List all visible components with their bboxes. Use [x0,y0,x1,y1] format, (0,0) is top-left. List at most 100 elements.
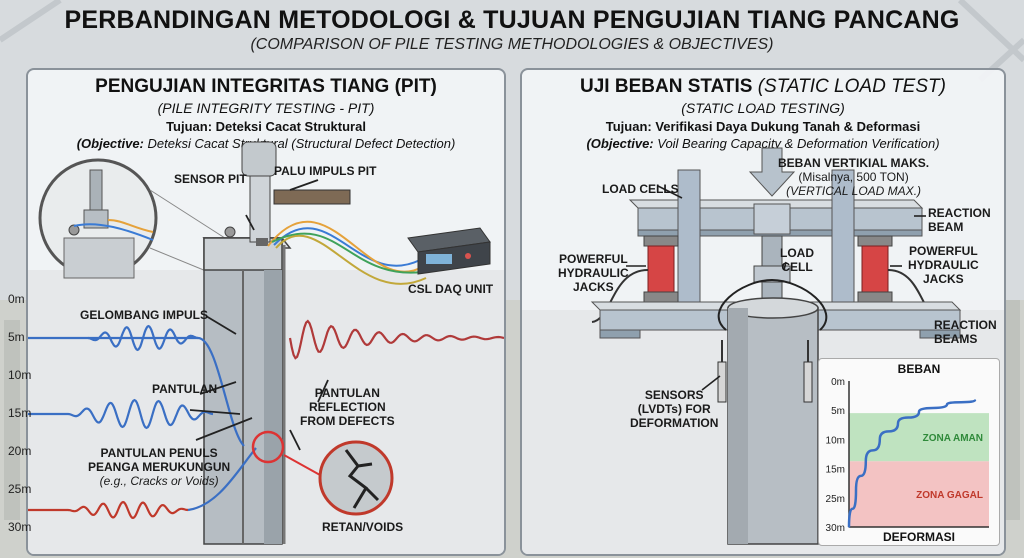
reaction-beam-line-2: BEAM [928,220,964,234]
waves [28,319,504,520]
depth-tick: 25m [8,482,32,496]
chart-load-curve [847,399,977,528]
depth-tick: 20m [8,444,32,458]
chart-data-point [946,403,948,406]
chart-data-point [848,526,850,528]
reflection-defects-label: PANTULAN REFLECTION FROM DEFECTS [300,386,395,428]
chart-y-tick: 0m [831,377,845,388]
penuls-line-1: PANTULAN PENULS [100,446,218,460]
impulse-hammer [224,141,351,246]
depth-tick: 10m [8,368,32,382]
load-cell-label: LOAD CELL [780,246,814,274]
chart-title: BEBAN [898,362,941,376]
reaction-beams-line-1: REACTION [934,318,997,332]
chart-x-label: DEFORMASI [883,530,955,544]
chart-y-tick: 30m [826,523,845,534]
pit-diagram [28,141,504,554]
slt-goal: Tujuan: Verifikasi Daya Dukung Tanah & D… [605,119,921,134]
jacks-left-line-3: JACKS [572,280,614,294]
chart-data-point [918,410,920,413]
reflection-defects-line-2: REFLECTION [309,400,386,414]
jacks-right-line-3: JACKS [922,272,964,286]
max-load-label: BEBAN VERTIKIAL MAKS. (Misalnya, 500 TON… [778,156,929,198]
pit-panel: PENGUJIAN INTEGRITAS TIANG (PIT) (PILE I… [26,68,506,556]
slt-title: UJI BEBAN STATIS (STATIC LOAD TEST) [522,76,1004,98]
impulse-wave-label: GELOMBANG IMPULS [80,308,208,322]
chart-zone [849,461,989,527]
penuls-line-2: PEANGA MERUKUNGUN [88,460,231,474]
slt-objective: (Objective: Voil Bearing Capacity & Defo… [522,136,1004,151]
max-load-line-2: (Misalnya, 500 TON) [798,170,909,184]
daq-unit [407,227,491,275]
sensors-line-2: (LVDTs) FOR [637,402,711,416]
chart-data-point [865,460,867,463]
reflection-defects-line-3: FROM DEFECTS [300,414,395,428]
jacks-right-line-1: POWERFUL [909,244,978,258]
reaction-beam-line-1: REACTION [928,206,991,220]
max-load-line-1: BEBAN VERTIKIAL MAKS. [778,156,930,170]
chart-zone-label: ZONA AMAN [923,433,983,444]
reaction-beam [628,169,924,321]
crack-label: RETAN/VOIDS [322,520,404,534]
pit-objective: (Objective: Deteksi Cacat Struktural (St… [28,136,504,151]
jacks-right-line-2: HYDRAULIC [908,258,979,272]
sensor-label: SENSOR PIT [174,172,247,186]
max-load-line-3: (VERTICAL LOAD MAX.) [786,184,922,198]
pit-title: PENGUJIAN INTEGRITAS TIANG (PIT) [95,76,437,97]
page-subtitle: (COMPARISON OF PILE TESTING METHODOLOGIE… [250,36,774,53]
depth-tick: 0m [8,292,25,306]
chart-data-point [897,422,899,425]
reaction-beams-line-2: BEAMS [934,332,978,346]
chart-y-tick: 15m [826,465,845,476]
load-cell-line-2: CELL [781,260,813,274]
sensors-label: SENSORS (LVDTs) FOR DEFORMATION [630,388,718,430]
slt-panel: UJI BEBAN STATIS (STATIC LOAD TEST) (STA… [520,68,1006,556]
callout-arrows [189,179,329,451]
reflection-defects-line-1: PANTULAN [314,386,380,400]
slt-arrows [626,185,926,391]
page-title: PERBANDINGAN METODOLOGI & TUJUAN PENGUJI… [64,6,960,34]
pit-objective-text: Deteksi Cacat Struktural (Structural Def… [143,136,456,151]
daq-label: CSL DAQ UNIT [408,282,494,296]
jacks-right-label: POWERFUL HYDRAULIC JACKS [908,244,979,286]
chart-data-point [855,489,857,492]
chart-zone [849,413,989,462]
slt-objective-text: Voil Bearing Capacity & Deformation Veri… [653,136,940,151]
slt-title-main: UJI BEBAN STATIS [580,76,753,97]
sensors-line-1: SENSORS [644,388,704,402]
test-pile [717,279,828,545]
pit-subtitle: (PILE INTEGRITY TESTING - PIT) [157,100,375,116]
jacks-left-line-1: POWERFUL [559,252,628,266]
slt-objective-label: (Objective: [586,136,654,151]
depth-tick: 30m [8,520,32,534]
chart-y-tick: 10m [826,435,845,446]
slt-title-italic: (STATIC LOAD TEST) [752,76,946,97]
chart-y-tick: 25m [826,494,845,505]
load-cells-label: LOAD CELLS [602,182,679,196]
depth-tick: 15m [8,406,32,420]
chart-data-point [879,438,881,441]
hydraulic-jacks [591,235,943,323]
sensor-inset [38,158,229,281]
sensors-line-3: DEFORMATION [630,416,719,430]
hammer-label: PALU IMPULS PIT [274,164,377,178]
reaction-beams-label: REACTION BEAMS [934,318,997,346]
chart-y-tick: 5m [831,406,845,417]
reaction-beam-label: REACTION BEAM [928,206,991,234]
depth-tick: 5m [8,330,25,344]
pit-goal: Tujuan: Deteksi Cacat Struktural [166,119,366,134]
jacks-left-line-2: HYDRAULIC [558,266,629,280]
reflection-label: PANTULAN [152,382,218,396]
crack-zoom [318,440,394,516]
penuls-label: PANTULAN PENULS PEANGA MERUKUNGUN (e.g.,… [88,446,230,488]
chart-data-point [974,399,976,401]
penuls-line-3: (e.g., Cracks or Voids) [99,474,219,488]
pit-objective-label: (Objective: [76,136,144,151]
slt-subtitle: (STATIC LOAD TESTING) [681,100,845,116]
cables [267,220,427,285]
defect-marker [251,430,285,464]
load-cell-line-1: LOAD [780,246,814,260]
jacks-left-label: POWERFUL HYDRAULIC JACKS [558,252,629,294]
